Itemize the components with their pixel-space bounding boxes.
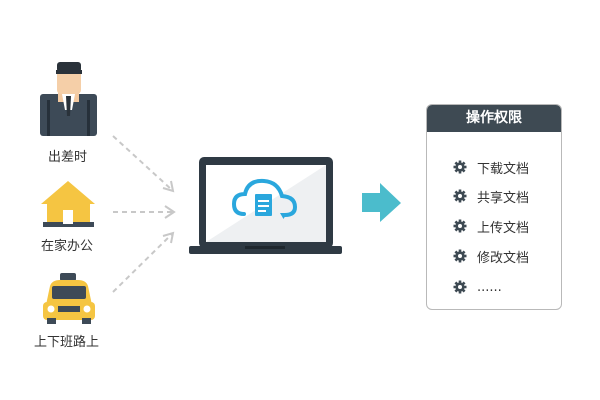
permission-label: ...... bbox=[477, 279, 502, 295]
arrow-from-businessman bbox=[112, 135, 173, 191]
gear-icon bbox=[453, 219, 467, 233]
permission-label: 共享文档 bbox=[477, 190, 530, 206]
house-icon bbox=[41, 181, 95, 227]
gear-icon bbox=[453, 189, 467, 203]
gear-icon bbox=[453, 249, 467, 263]
arrow-from-taxi bbox=[112, 233, 173, 293]
permission-item: 共享文档 bbox=[453, 186, 529, 206]
gear-icon bbox=[453, 160, 467, 174]
permission-label: 下载文档 bbox=[477, 161, 530, 177]
businessman-icon bbox=[40, 62, 97, 136]
teal-arrow-icon bbox=[362, 183, 401, 222]
label-commute: 上下班路上 bbox=[34, 335, 100, 350]
laptop-cloud-document-icon bbox=[189, 157, 342, 254]
label-work-from-home: 在家办公 bbox=[41, 239, 94, 254]
permission-item: 上传文档 bbox=[453, 216, 529, 236]
permission-item: 下载文档 bbox=[453, 157, 529, 177]
permission-label: 上传文档 bbox=[477, 220, 530, 236]
permission-item: 修改文档 bbox=[453, 246, 529, 266]
permissions-panel: 操作权限 下载文档 共享文档 bbox=[426, 104, 562, 310]
permission-label: 修改文档 bbox=[477, 250, 530, 266]
permission-item: ...... bbox=[453, 277, 502, 297]
gear-icon bbox=[453, 280, 467, 294]
taxi-icon bbox=[43, 273, 95, 324]
dashed-arrows bbox=[112, 135, 176, 293]
panel-title: 操作权限 bbox=[427, 105, 561, 132]
label-business-trip: 出差时 bbox=[48, 150, 88, 165]
